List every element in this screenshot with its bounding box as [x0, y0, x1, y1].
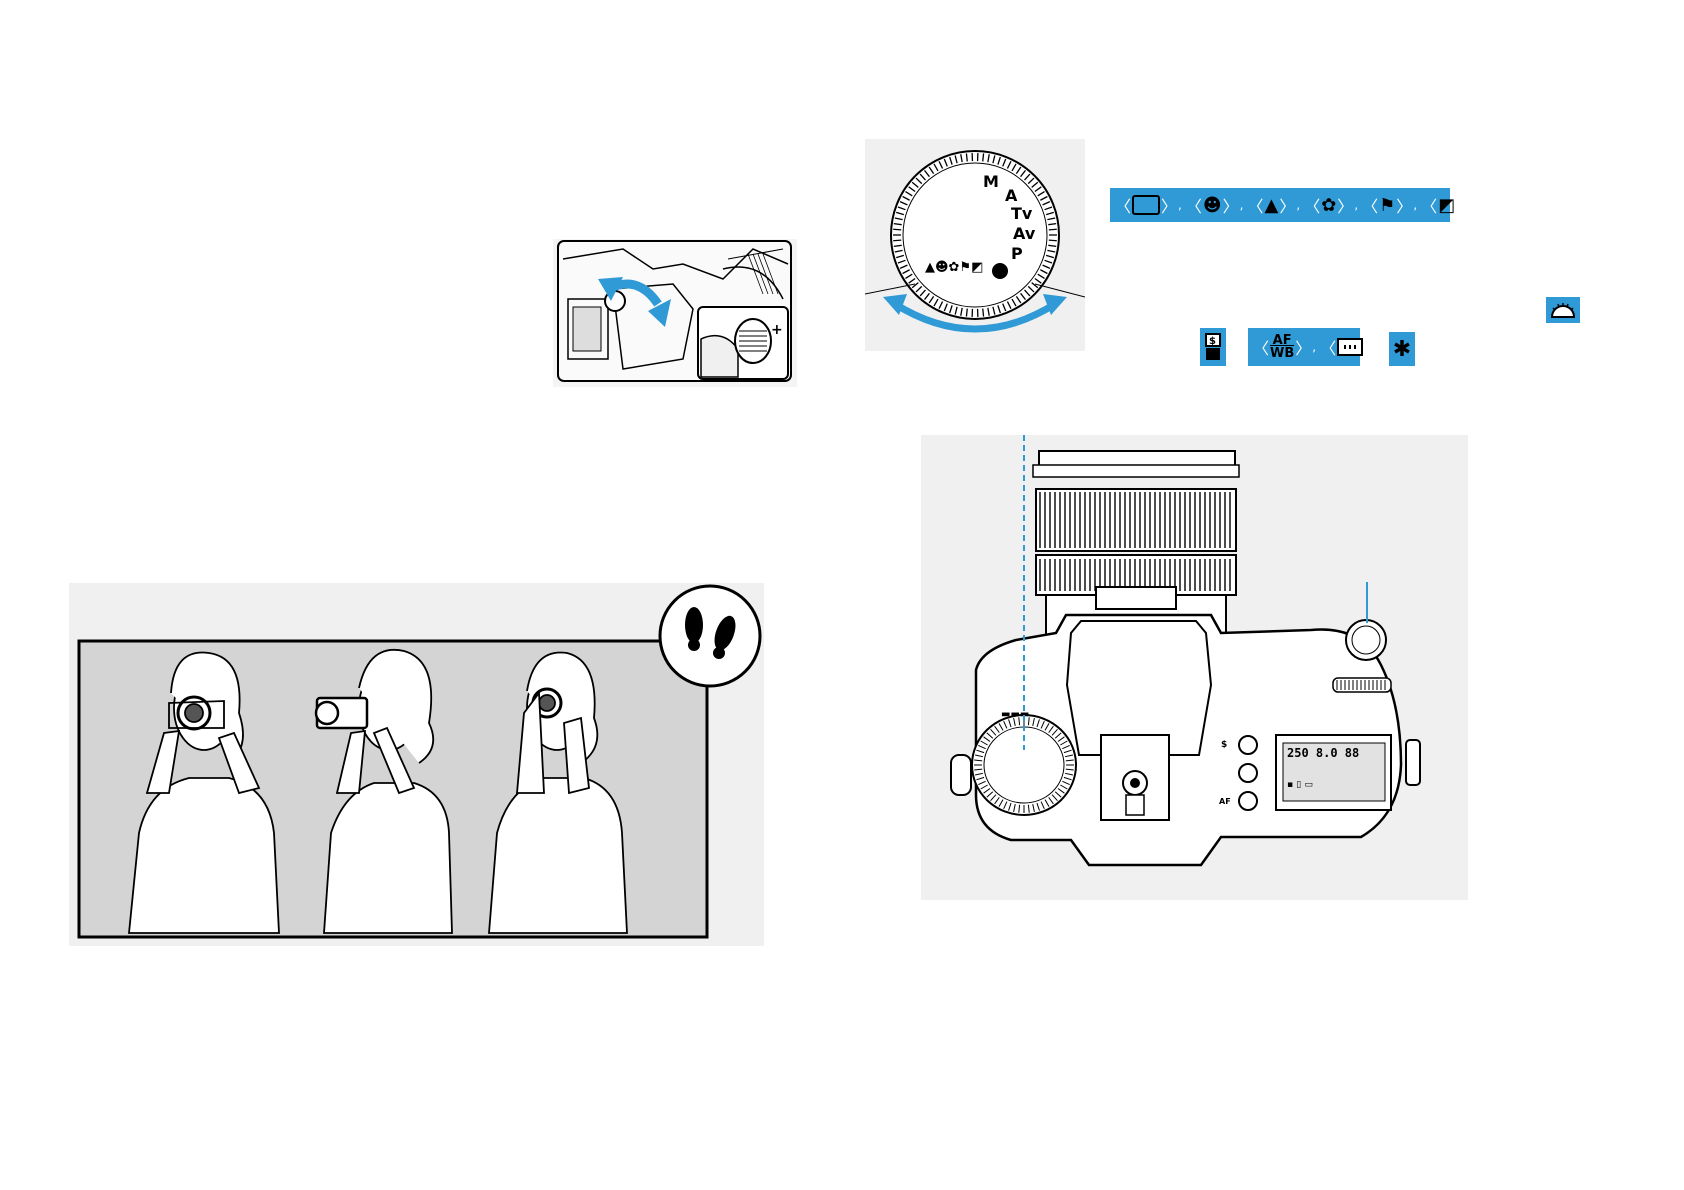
landscape-icon: ▲ — [1264, 194, 1279, 216]
landscape-item: 〈▲〉, — [1247, 194, 1301, 217]
drive-icon — [1337, 338, 1364, 356]
night-portrait-icon: ◩ — [1438, 194, 1456, 216]
svg-text:▬▬▬: ▬▬▬ — [1001, 709, 1029, 720]
main-dial-icon — [1546, 297, 1580, 323]
svg-text:P: P — [1011, 244, 1023, 263]
full-auto-item: 〈〉, — [1115, 195, 1182, 216]
ae-lock-icon: $ — [1200, 328, 1226, 366]
sports-icon: ⚑ — [1379, 194, 1396, 216]
svg-text:▪ ▯ ▭: ▪ ▯ ▭ — [1287, 780, 1313, 790]
night-portrait-item: 〈◩〉 — [1421, 194, 1473, 217]
sports-item: 〈⚑〉, — [1362, 194, 1418, 217]
svg-text:+: + — [771, 322, 783, 338]
svg-text:Tv: Tv — [1011, 204, 1033, 223]
svg-text:Av: Av — [1013, 224, 1036, 243]
svg-text:▲☻✿⚑◩: ▲☻✿⚑◩ — [925, 260, 983, 275]
svg-text:250 8.0 88: 250 8.0 88 — [1287, 746, 1359, 760]
full-auto-icon — [1132, 195, 1161, 215]
closeup-item: 〈✿〉, — [1304, 194, 1359, 217]
closeup-icon: ✿ — [1321, 194, 1337, 216]
portrait-item: 〈☻〉, — [1185, 194, 1244, 217]
camera-top-view-illustration: ▬▬▬ 250 8.0 88 ▪ ▯ ▭ $ AF — [921, 435, 1468, 900]
dial-closeup-illustration: + — [553, 239, 797, 387]
asterisk-icon: ✱ — [1389, 332, 1415, 366]
basic-zone-icon-strip: 〈〉, 〈☻〉, 〈▲〉, 〈✿〉, 〈⚑〉, 〈◩〉 — [1110, 188, 1472, 222]
svg-text:AF: AF — [1219, 797, 1231, 806]
mode-dial-illustration: M A Tv Av P ▲☻✿⚑◩ — [865, 139, 1085, 351]
svg-text:$: $ — [1209, 336, 1216, 347]
svg-text:$: $ — [1221, 740, 1227, 750]
svg-text:M: M — [983, 172, 999, 191]
portrait-icon: ☻ — [1202, 194, 1222, 216]
svg-text:A: A — [1005, 186, 1018, 205]
holding-camera-illustration — [69, 583, 764, 946]
